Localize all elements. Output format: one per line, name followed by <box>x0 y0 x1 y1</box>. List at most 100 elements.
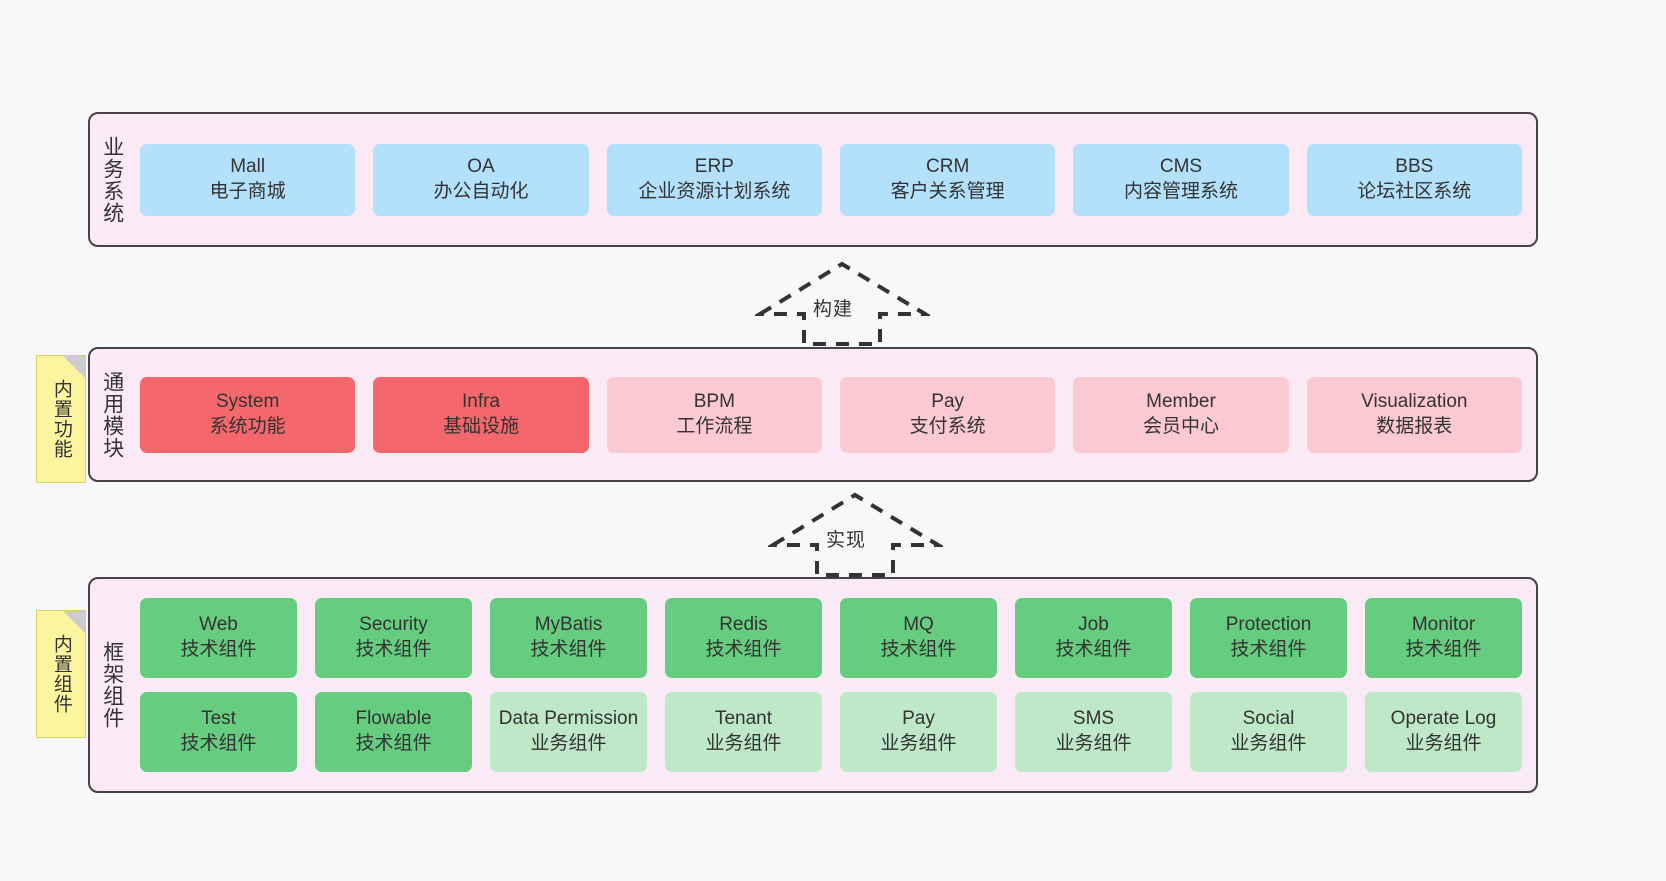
node-pay-module[interactable]: Pay 支付系统 <box>839 376 1056 453</box>
node-mq[interactable]: MQ 技术组件 <box>840 598 997 678</box>
node-flowable[interactable]: Flowable 技术组件 <box>315 692 472 772</box>
node-erp[interactable]: ERP 企业资源计划系统 <box>606 143 822 216</box>
layer-framework-component: 框架组件 Web 技术组件 Security 技术组件 MyBatis 技术组件… <box>88 577 1538 793</box>
layer-row: Test 技术组件 Flowable 技术组件 Data Permission … <box>140 692 1522 772</box>
node-label-en: Flowable <box>355 708 432 730</box>
node-system[interactable]: System 系统功能 <box>140 376 356 453</box>
node-mall[interactable]: Mall 电子商城 <box>140 143 356 216</box>
node-label-cn: 业务组件 <box>530 733 607 754</box>
node-label-en: Tenant <box>714 708 773 730</box>
node-sms[interactable]: SMS 业务组件 <box>1015 692 1172 772</box>
dashed-hollow-arrow-icon <box>755 261 930 346</box>
layer-common-module: 通用模块 System 系统功能 Infra 基础设施 BPM 工作流程 Pay… <box>88 347 1538 482</box>
node-label-cn: 办公自动化 <box>433 180 529 202</box>
layer-body-common: System 系统功能 Infra 基础设施 BPM 工作流程 Pay 支付系统… <box>134 349 1536 480</box>
node-test[interactable]: Test 技术组件 <box>140 692 297 772</box>
node-label-en: System <box>215 390 280 412</box>
layer-body-business: Mall 电子商城 OA 办公自动化 ERP 企业资源计划系统 CRM 客户关系… <box>134 114 1536 245</box>
node-cms[interactable]: CMS 内容管理系统 <box>1073 143 1289 216</box>
node-label-en: Visualization <box>1361 390 1468 412</box>
node-label-cn: 技术组件 <box>1405 639 1482 660</box>
note-builtin-components: 内置组件 <box>36 610 86 738</box>
node-label-en: Mall <box>230 155 266 177</box>
node-security[interactable]: Security 技术组件 <box>315 598 472 678</box>
arrow-build: 构建 <box>755 256 930 348</box>
node-label-cn: 业务组件 <box>1405 733 1482 754</box>
node-mybatis[interactable]: MyBatis 技术组件 <box>490 598 647 678</box>
node-label-cn: 内容管理系统 <box>1123 180 1238 202</box>
node-label-en: Infra <box>461 390 500 412</box>
layer-row: Web 技术组件 Security 技术组件 MyBatis 技术组件 Redi… <box>140 598 1522 678</box>
node-label-cn: 系统功能 <box>209 415 286 437</box>
node-label-en: CMS <box>1159 155 1203 177</box>
node-label-cn: 业务组件 <box>880 733 957 754</box>
node-label-cn: 技术组件 <box>180 733 257 754</box>
node-label-en: BBS <box>1395 155 1434 177</box>
node-label-en: Job <box>1078 614 1109 636</box>
node-label-en: Monitor <box>1411 614 1476 636</box>
node-label-cn: 企业资源计划系统 <box>638 180 791 202</box>
node-label-cn: 数据报表 <box>1376 415 1453 437</box>
node-label-en: SMS <box>1072 708 1115 730</box>
node-protection[interactable]: Protection 技术组件 <box>1190 598 1347 678</box>
arrow-label-implement: 实现 <box>826 530 867 551</box>
layer-row: System 系统功能 Infra 基础设施 BPM 工作流程 Pay 支付系统… <box>140 376 1522 453</box>
node-label-en: Security <box>359 614 428 636</box>
note-label: 内置功能 <box>50 379 72 459</box>
node-web[interactable]: Web 技术组件 <box>140 598 297 678</box>
node-redis[interactable]: Redis 技术组件 <box>665 598 822 678</box>
node-label-cn: 技术组件 <box>1055 639 1132 660</box>
node-label-cn: 客户关系管理 <box>890 180 1005 202</box>
node-label-en: Test <box>201 708 236 730</box>
node-label-cn: 技术组件 <box>705 639 782 660</box>
node-tenant[interactable]: Tenant 业务组件 <box>665 692 822 772</box>
node-crm[interactable]: CRM 客户关系管理 <box>839 143 1056 216</box>
node-label-en: Data Permission <box>498 708 639 730</box>
layer-body-framework: Web 技术组件 Security 技术组件 MyBatis 技术组件 Redi… <box>134 579 1536 791</box>
node-label-en: Social <box>1242 708 1295 730</box>
node-label-en: MyBatis <box>534 614 603 636</box>
node-label-cn: 技术组件 <box>880 639 957 660</box>
node-label-en: BPM <box>693 390 735 412</box>
node-label-en: Pay <box>902 708 935 730</box>
node-job[interactable]: Job 技术组件 <box>1015 598 1172 678</box>
node-label-en: OA <box>467 155 495 177</box>
layer-title-business: 业务系统 <box>100 135 124 224</box>
node-label-en: CRM <box>926 155 970 177</box>
node-label-en: Redis <box>719 614 768 636</box>
node-label-cn: 业务组件 <box>1230 733 1307 754</box>
node-label-en: Pay <box>931 390 965 412</box>
layer-title-framework: 框架组件 <box>100 641 124 729</box>
arrow-implement: 实现 <box>768 487 943 579</box>
node-member[interactable]: Member 会员中心 <box>1073 376 1289 453</box>
node-label-en: Operate Log <box>1390 708 1497 730</box>
node-label-cn: 电子商城 <box>209 180 286 202</box>
layer-business-system: 业务系统 Mall 电子商城 OA 办公自动化 ERP 企业资源计划系统 CRM… <box>88 112 1538 247</box>
node-monitor[interactable]: Monitor 技术组件 <box>1365 598 1522 678</box>
note-label: 内置组件 <box>50 634 72 714</box>
node-label-cn: 技术组件 <box>355 639 432 660</box>
node-operate-log[interactable]: Operate Log 业务组件 <box>1365 692 1522 772</box>
node-label-en: ERP <box>694 155 734 177</box>
node-bbs[interactable]: BBS 论坛社区系统 <box>1306 143 1522 216</box>
node-label-cn: 技术组件 <box>1230 639 1307 660</box>
layer-title-common: 通用模块 <box>100 370 124 459</box>
node-infra[interactable]: Infra 基础设施 <box>373 376 589 453</box>
dashed-hollow-arrow-icon <box>768 492 943 577</box>
node-label-en: Member <box>1146 390 1216 412</box>
node-bpm[interactable]: BPM 工作流程 <box>606 376 822 453</box>
node-label-cn: 基础设施 <box>442 415 519 437</box>
node-label-cn: 业务组件 <box>705 733 782 754</box>
node-label-cn: 工作流程 <box>676 415 753 437</box>
node-social[interactable]: Social 业务组件 <box>1190 692 1347 772</box>
node-pay-component[interactable]: Pay 业务组件 <box>840 692 997 772</box>
node-visualization[interactable]: Visualization 数据报表 <box>1306 376 1522 453</box>
layer-row: Mall 电子商城 OA 办公自动化 ERP 企业资源计划系统 CRM 客户关系… <box>140 143 1522 216</box>
node-data-permission[interactable]: Data Permission 业务组件 <box>490 692 647 772</box>
node-label-cn: 技术组件 <box>355 733 432 754</box>
node-label-cn: 技术组件 <box>180 639 257 660</box>
node-oa[interactable]: OA 办公自动化 <box>373 143 589 216</box>
note-builtin-features: 内置功能 <box>36 355 86 483</box>
node-label-cn: 支付系统 <box>909 415 986 437</box>
